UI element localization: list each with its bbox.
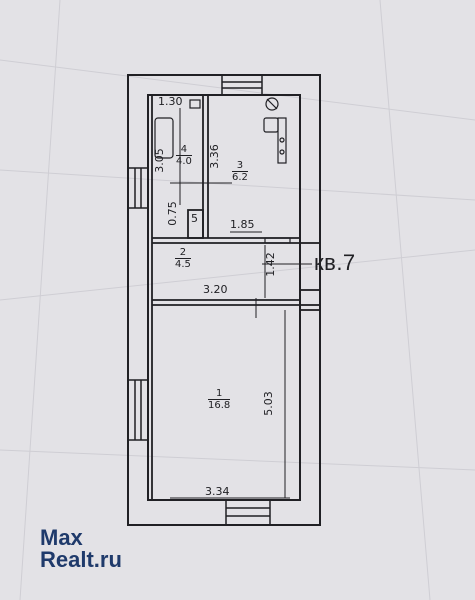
dimension-room1-width: 3.34 bbox=[205, 485, 230, 498]
dimension-room4-height: 3.05 bbox=[152, 148, 166, 173]
dimension-room3-width: 1.85 bbox=[230, 218, 255, 231]
room-1-number: 1 bbox=[215, 388, 223, 399]
room-5-label: 5 bbox=[191, 213, 198, 224]
dimension-small-wall: 0.75 bbox=[165, 201, 179, 226]
fixtures bbox=[154, 97, 291, 244]
dimension-room2-width: 3.20 bbox=[203, 283, 228, 296]
room-5-number: 5 bbox=[191, 212, 198, 225]
room-4-label: 4 4.0 bbox=[176, 144, 192, 167]
windows bbox=[127, 74, 271, 526]
apartment-label: кв.7 bbox=[314, 250, 356, 275]
watermark-line-2: Realt.ru bbox=[40, 547, 122, 572]
dimension-room1-height: 5.03 bbox=[261, 391, 275, 416]
room-3-label: 3 6.2 bbox=[232, 160, 248, 183]
room-1-label: 1 16.8 bbox=[208, 388, 231, 411]
maxrealt-watermark-logo: Max Realt.ru bbox=[40, 527, 122, 571]
dimension-room2-height: 1.42 bbox=[263, 252, 277, 277]
room-3-number: 3 bbox=[236, 160, 244, 171]
room-3-area: 6.2 bbox=[232, 171, 248, 183]
watermark-line-1: Max bbox=[40, 525, 83, 550]
room-2-number: 2 bbox=[179, 247, 187, 258]
room-4-number: 4 bbox=[180, 144, 188, 155]
room-2-label: 2 4.5 bbox=[175, 247, 191, 270]
partitions bbox=[151, 95, 321, 500]
dimension-lines bbox=[170, 108, 312, 499]
dimension-top-left: 1.30 bbox=[158, 95, 183, 108]
dimension-room3-height: 3.36 bbox=[207, 144, 221, 169]
room-4-area: 4.0 bbox=[176, 155, 192, 167]
room-1-area: 16.8 bbox=[208, 399, 231, 411]
room-2-area: 4.5 bbox=[175, 258, 191, 270]
